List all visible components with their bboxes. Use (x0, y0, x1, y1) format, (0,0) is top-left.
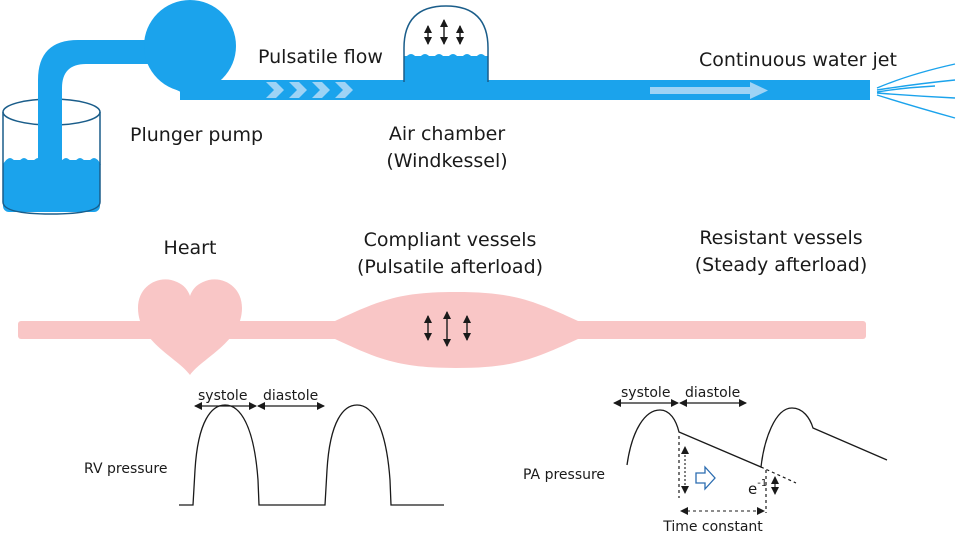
e-base: e (748, 480, 757, 498)
pa-pressure-label: PA pressure (523, 467, 605, 483)
continuous-jet-label: Continuous water jet (699, 49, 897, 71)
pa-pressure-plot: systole diastole PA pressure e-1 Time co… (523, 385, 888, 533)
pulsatile-afterload-label: (Pulsatile afterload) (357, 256, 543, 278)
pa-pressure-curve (626, 407, 888, 468)
steady-afterload-label: (Steady afterload) (695, 254, 868, 276)
hollow-arrow-icon (695, 465, 716, 491)
plunger-pump-label: Plunger pump (130, 124, 263, 146)
air-chamber-label: Air chamber (389, 123, 506, 145)
water-jet (876, 63, 956, 119)
plunger-pump (144, 0, 236, 92)
compliance-arrows (424, 311, 471, 347)
time-constant-label: Time constant (662, 519, 763, 533)
circulation-model: Heart Compliant vessels (Pulsatile after… (18, 227, 867, 375)
heart-label: Heart (164, 237, 217, 259)
rv-pressure-curve (179, 404, 444, 506)
heart-shape (138, 279, 242, 375)
compliant-vessel-bulge (335, 292, 578, 368)
compliant-vessels-label: Compliant vessels (364, 229, 537, 251)
intake-pipe (38, 40, 160, 168)
rv-diastole-label: diastole (263, 388, 318, 404)
pa-decay-extrapolation (760, 466, 797, 484)
hydraulic-model: Pulsatile flow Continuous water jet Plun… (2, 0, 956, 215)
pulsatile-flow-label: Pulsatile flow (258, 46, 383, 68)
e-inverse-label: e-1 (748, 478, 767, 498)
main-pipe (180, 80, 870, 100)
continuous-flow-arrow (650, 82, 768, 99)
e-exponent: -1 (757, 478, 767, 489)
pa-diastole-label: diastole (685, 385, 740, 401)
rv-pressure-plot: systole diastole RV pressure (84, 388, 444, 506)
pa-systole-label: systole (621, 385, 670, 401)
rv-pressure-label: RV pressure (84, 461, 167, 477)
rv-systole-label: systole (198, 388, 247, 404)
resistant-vessels-label: Resistant vessels (699, 227, 862, 249)
pulsatile-chevrons (266, 82, 353, 98)
air-chamber (403, 5, 489, 86)
windkessel-label: (Windkessel) (386, 150, 507, 172)
